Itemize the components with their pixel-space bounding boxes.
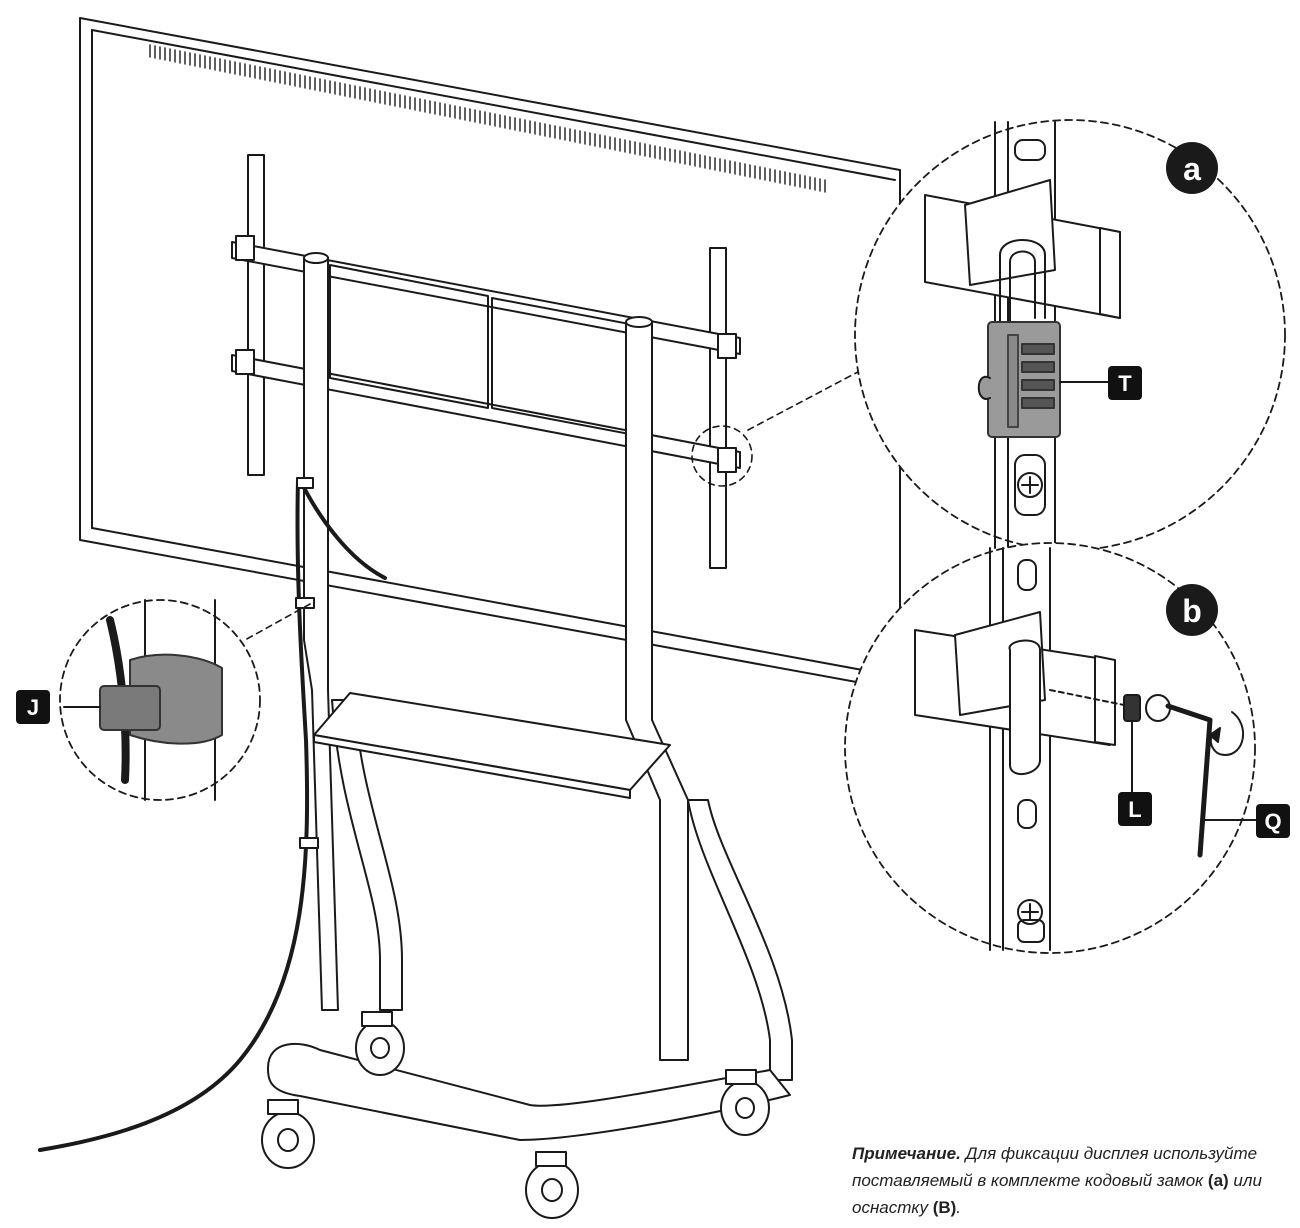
svg-text:T: T	[1118, 371, 1132, 396]
svg-text:J: J	[27, 695, 39, 720]
svg-text:L: L	[1128, 797, 1141, 822]
note-ref-a: (a)	[1207, 1171, 1229, 1190]
note-line2-text: поставляемый в комплекте кодовый замок	[852, 1171, 1208, 1190]
note-line-1: Примечание. Для фиксации дисплея использ…	[852, 1140, 1292, 1167]
caster-front-center	[525, 1151, 579, 1219]
note-line1-text: Для фиксации дисплея используйте	[960, 1144, 1258, 1163]
display-panel	[79, 17, 901, 691]
power-cable	[38, 477, 387, 1152]
caster-wheels	[261, 1011, 770, 1219]
vent-slots	[149, 44, 826, 193]
label-L: L	[1118, 792, 1152, 826]
vesa-bracket	[231, 154, 741, 569]
note-line2-end: или	[1228, 1171, 1262, 1190]
note-line-2: поставляемый в комплекте кодовый замок (…	[852, 1167, 1292, 1194]
svg-text:Q: Q	[1264, 809, 1281, 834]
detail-j-callout	[59, 599, 261, 801]
detail-b-callout	[844, 542, 1257, 954]
note-title: Примечание.	[852, 1144, 961, 1163]
badge-b: b	[1166, 584, 1218, 636]
svg-text:a: a	[1183, 151, 1201, 187]
note-text: Примечание. Для фиксации дисплея использ…	[852, 1140, 1292, 1221]
label-T: T	[1108, 366, 1142, 400]
svg-text:b: b	[1182, 593, 1202, 629]
note-line-3: оснастку (B).	[852, 1194, 1292, 1221]
label-Q: Q	[1256, 804, 1290, 838]
caster-front-left	[261, 1099, 315, 1169]
note-line3-end: .	[956, 1198, 962, 1217]
label-J: J	[16, 690, 50, 724]
badge-a: a	[1166, 142, 1218, 194]
note-ref-b: (B)	[932, 1198, 957, 1217]
note-line3-text: оснастку	[852, 1198, 933, 1217]
detail-a-callout	[854, 119, 1286, 551]
caster-rear-left	[355, 1011, 405, 1076]
cart-frame	[267, 252, 793, 1141]
caster-rear-right	[720, 1069, 770, 1136]
